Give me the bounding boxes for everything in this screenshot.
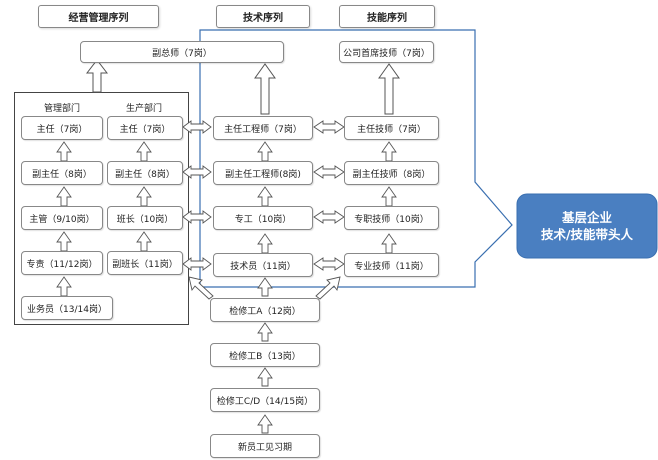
small-up-arrow-icon — [56, 141, 72, 162]
small-up-arrow-icon — [257, 186, 273, 207]
full-time-technician-box: 专职技师（10岗） — [344, 206, 439, 230]
header-management-sequence: 经营管理序列 — [38, 5, 159, 28]
small-up-arrow-icon — [257, 233, 273, 254]
hollow-arrow-up-icon — [254, 63, 276, 115]
mgmt-clerk-box: 业务员（13/14岗） — [21, 296, 113, 320]
prod-deputy-director-box: 副主任（8岗） — [107, 161, 183, 185]
deputy-chief-technician-box: 副主任技师（8岗） — [344, 161, 439, 185]
production-dept-label: 生产部门 — [126, 104, 163, 114]
small-up-arrow-icon — [56, 231, 72, 252]
small-up-arrow-icon — [136, 186, 152, 207]
maintenance-worker-b-box: 检修工B（13岗） — [210, 343, 320, 367]
maintenance-worker-a-box: 检修工A（12岗） — [210, 298, 320, 322]
small-up-arrow-icon — [136, 231, 152, 252]
prod-team-leader-box: 班长（10岗） — [107, 206, 183, 230]
small-up-arrow-icon — [56, 276, 72, 297]
header-skill-sequence: 技能序列 — [339, 5, 435, 28]
hollow-arrow-up-icon — [85, 59, 109, 93]
professional-technician-box: 专业技师（11岗） — [344, 253, 439, 277]
double-arrow-icon — [313, 120, 345, 271]
technician-box: 技术员（11岗） — [213, 253, 313, 277]
small-up-arrow-icon — [381, 233, 397, 254]
deputy-chief-engineer-box: 副总师（7岗） — [80, 41, 284, 63]
mgmt-deputy-director-box: 副主任（8岗） — [21, 161, 103, 185]
mgmt-supervisor-box: 主管（9/10岗） — [21, 206, 103, 230]
diagonal-arrow-icon — [315, 276, 341, 300]
small-up-arrow-icon — [257, 414, 273, 434]
prod-deputy-team-leader-box: 副班长（11岗） — [107, 251, 183, 275]
hollow-arrow-up-icon — [378, 63, 400, 115]
company-chief-technician-box: 公司首席技师（7岗） — [339, 41, 434, 63]
callout-box — [516, 193, 658, 259]
small-up-arrow-icon — [257, 367, 273, 387]
diagonal-arrow-icon — [188, 276, 214, 300]
callout-label: 基层企业 技术/技能带头人 — [517, 194, 657, 258]
small-up-arrow-icon — [136, 141, 152, 162]
header-technical-sequence: 技术序列 — [216, 5, 310, 28]
small-up-arrow-icon — [381, 186, 397, 207]
double-arrow-icon — [182, 120, 212, 271]
callout-line-2: 技术/技能带头人 — [540, 227, 634, 242]
mgmt-specialist-box: 专责（11/12岗） — [21, 251, 103, 275]
prod-director-box: 主任（7岗） — [107, 116, 183, 140]
mgmt-director-box: 主任（7岗） — [21, 116, 103, 140]
chief-technician-box: 主任技师（7岗） — [344, 116, 439, 140]
new-employee-probation-box: 新员工见习期 — [210, 434, 320, 458]
management-dept-label: 管理部门 — [44, 104, 81, 114]
specialist-engineer-box: 专工（10岗） — [213, 206, 313, 230]
maintenance-worker-cd-box: 检修工C/D（14/15岗） — [210, 388, 320, 412]
chief-engineer-box: 主任工程师（7岗） — [213, 116, 313, 140]
callout-line-1: 基层企业 — [561, 210, 612, 225]
small-up-arrow-icon — [56, 186, 72, 207]
small-up-arrow-icon — [257, 277, 273, 297]
small-up-arrow-icon — [257, 322, 273, 342]
small-up-arrow-icon — [381, 141, 397, 162]
small-up-arrow-icon — [257, 141, 273, 162]
deputy-chief-engineer-tech-box: 副主任工程师(8岗) — [213, 161, 313, 185]
highlight-frame — [199, 29, 513, 288]
